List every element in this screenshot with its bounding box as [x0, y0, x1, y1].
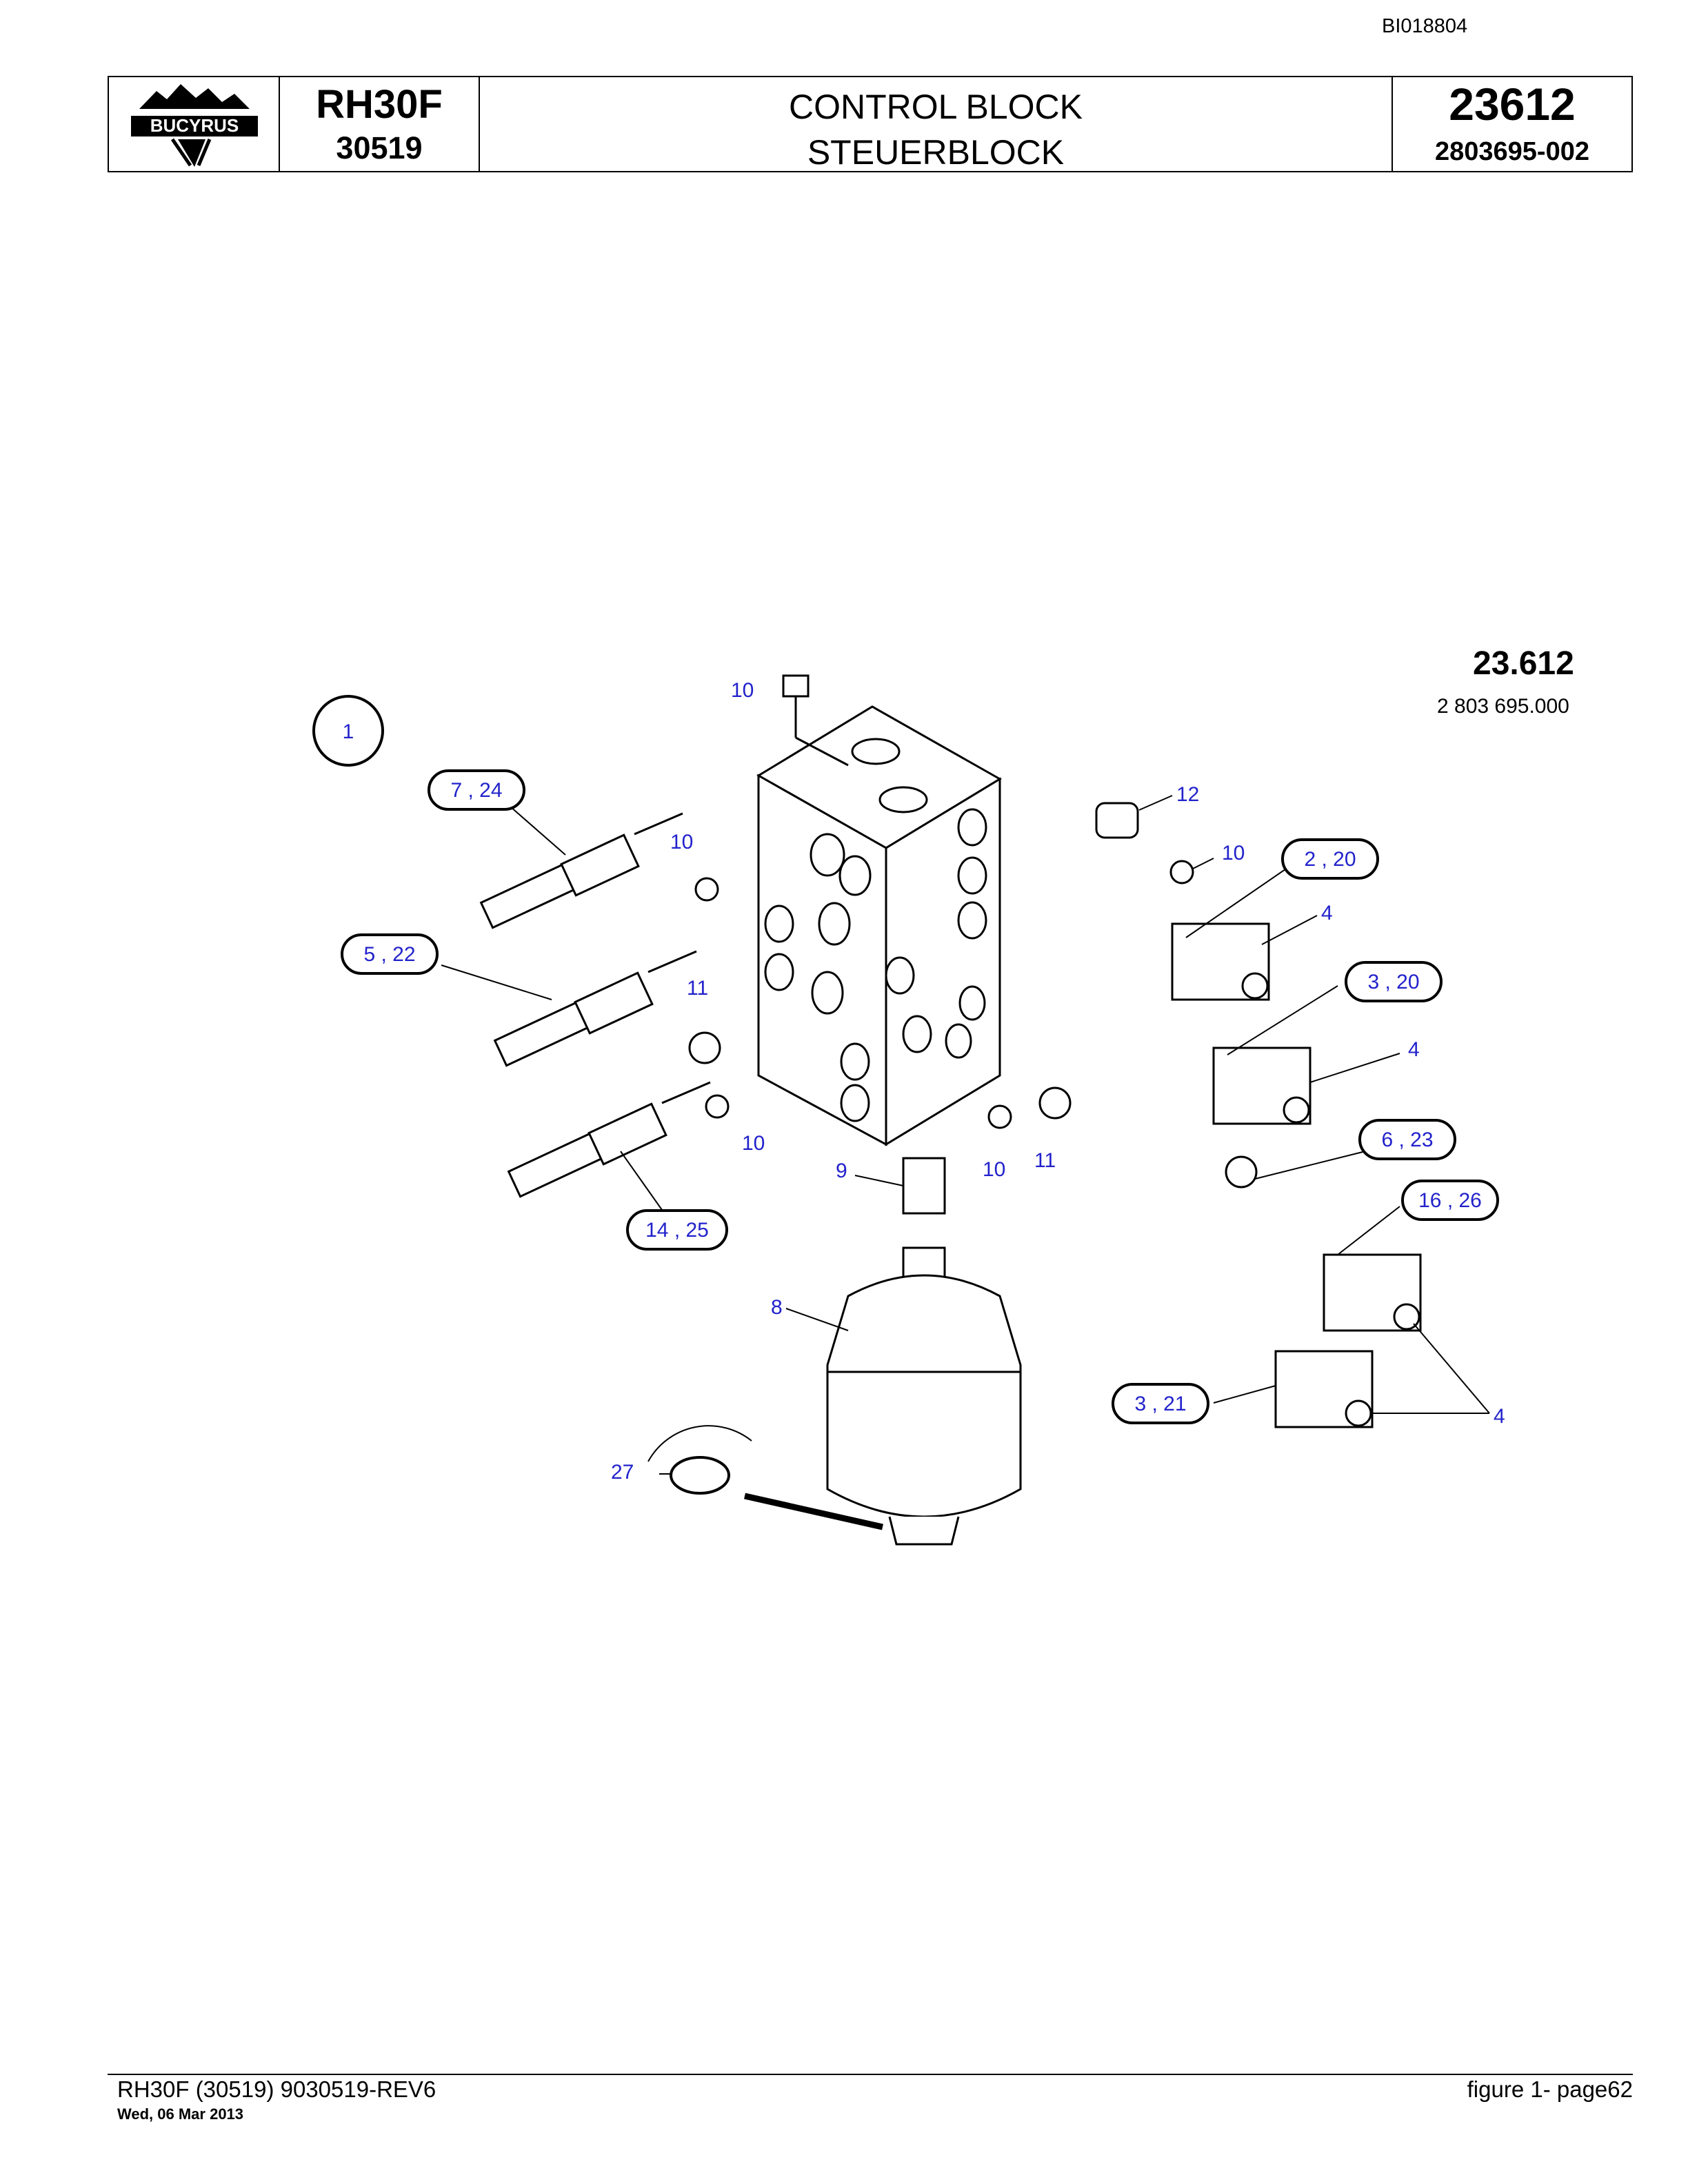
group-number: 23612 — [1449, 79, 1576, 130]
title-cell: CONTROL BLOCK STEUERBLOCK — [480, 77, 1393, 172]
footer-date: Wed, 06 Mar 2013 — [117, 2105, 244, 2123]
logo-cell: BUCYRUS — [109, 77, 280, 171]
label-8: 8 — [771, 1296, 783, 1319]
label-4-lower: 4 — [1494, 1405, 1505, 1428]
label-11-right: 11 — [1034, 1149, 1056, 1172]
footer-document-ref: RH30F (30519) 9030519-REV6 — [117, 2076, 436, 2102]
number-cell: 23612 2803695-002 — [1393, 77, 1631, 171]
figure-group-label: 23.612 — [1473, 645, 1574, 682]
callout-6-23: 6 , 23 — [1381, 1129, 1433, 1151]
cartridge-valve-7 — [479, 812, 683, 929]
label-12: 12 — [1176, 783, 1199, 806]
callout-3-20: 3 , 20 — [1367, 971, 1419, 993]
solenoid-valve-2 — [1171, 922, 1270, 1001]
document-id: BI018804 — [1382, 15, 1468, 37]
label-11-left: 11 — [687, 977, 708, 1000]
seal-27-detail — [647, 1425, 883, 1530]
cartridge-valve-5 — [493, 950, 697, 1067]
callout-1: 1 — [343, 720, 354, 743]
footer-rule — [108, 2074, 1633, 2075]
model-cell: RH30F 30519 — [280, 77, 480, 171]
logo-text: BUCYRUS — [150, 115, 239, 136]
label-4-upper: 4 — [1321, 902, 1333, 924]
label-10-left-upper: 10 — [670, 831, 693, 853]
label-10-left-lower: 10 — [742, 1132, 765, 1155]
solenoid-valve-16 — [1323, 1253, 1422, 1332]
adapter-9 — [902, 1157, 946, 1215]
solenoid-valve-3a — [1212, 1046, 1312, 1125]
bucyrus-logo: BUCYRUS — [131, 84, 258, 167]
label-10-bottom: 10 — [983, 1158, 1005, 1181]
solenoid-valve-3b — [1274, 1350, 1374, 1428]
label-10-right: 10 — [1222, 842, 1245, 865]
title-german: STEUERBLOCK — [807, 133, 1065, 172]
label-4-middle: 4 — [1408, 1038, 1420, 1061]
label-10-top: 10 — [731, 679, 754, 702]
serial-number: 30519 — [336, 130, 423, 165]
callout-14-25: 14 , 25 — [645, 1219, 709, 1242]
label-27: 27 — [611, 1461, 634, 1484]
footer-page-ref: figure 1- page62 — [1467, 2076, 1633, 2102]
callout-3-21: 3 , 21 — [1134, 1393, 1186, 1415]
label-9: 9 — [836, 1160, 847, 1182]
cartridge-valve-14 — [507, 1081, 711, 1198]
plugs — [688, 674, 1258, 1189]
callout-ovals — [312, 695, 1499, 1424]
control-block-body — [756, 705, 1002, 1146]
callout-5-22: 5 , 22 — [363, 943, 415, 966]
title-english: CONTROL BLOCK — [788, 88, 1083, 126]
callout-7-24: 7 , 24 — [450, 779, 502, 802]
accumulator-8 — [826, 1246, 1022, 1546]
figure-drawing-number: 2 803 695.000 — [1437, 695, 1569, 718]
title-block: BUCYRUS RH30F 30519 CONTROL BLOCK STEUER… — [108, 76, 1633, 172]
callout-2-20: 2 , 20 — [1304, 848, 1356, 871]
part-number: 2803695-002 — [1435, 137, 1589, 166]
model-name: RH30F — [316, 82, 443, 127]
leader-lines — [441, 795, 1490, 1475]
callout-16-26: 16 , 26 — [1418, 1189, 1482, 1212]
